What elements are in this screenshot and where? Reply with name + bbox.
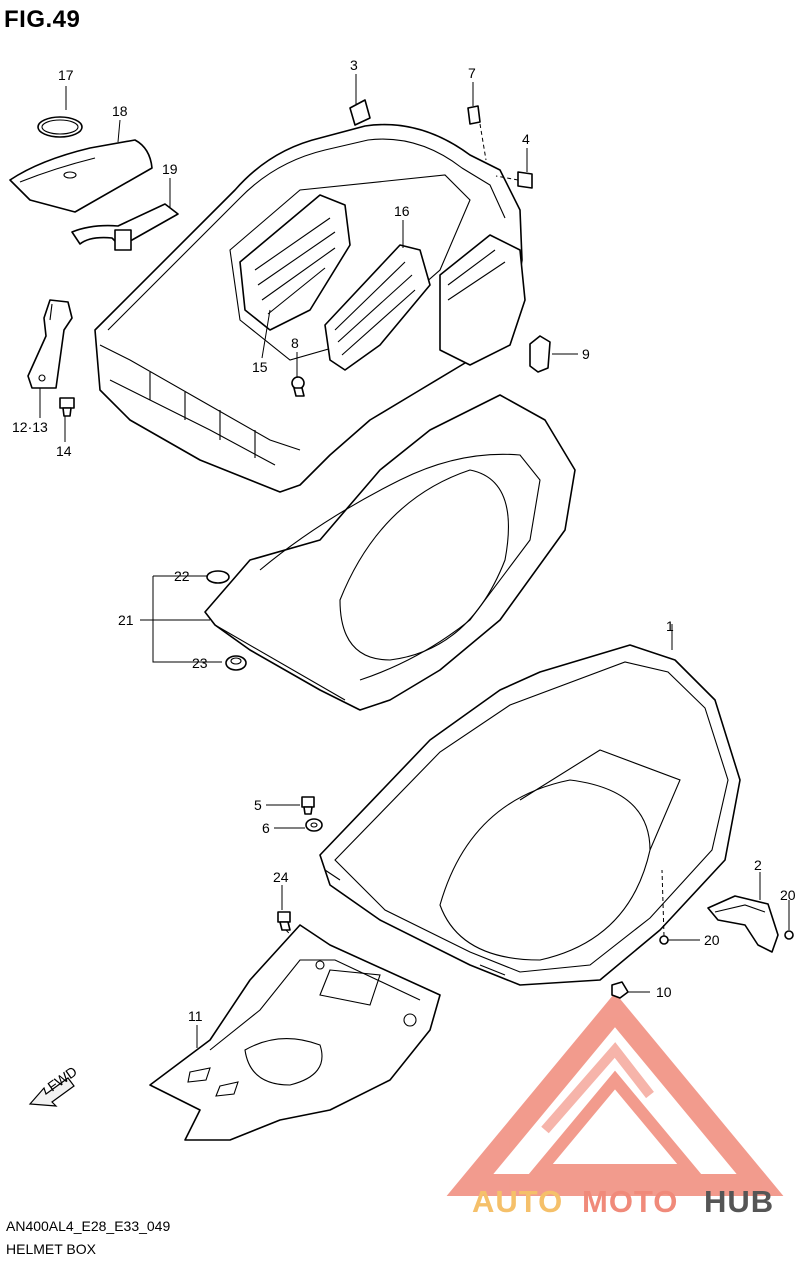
part-15-mat: [239, 194, 351, 331]
part-10-nut: [611, 981, 629, 999]
part-7-clip: [467, 105, 487, 161]
part-1-lower-box: [319, 644, 741, 986]
callout-1: 1: [666, 618, 674, 634]
fwd-direction-arrow: FWD: [28, 1063, 80, 1107]
callout-15: 15: [252, 359, 268, 375]
callout-9: 9: [582, 346, 590, 362]
callout-6: 6: [262, 820, 270, 836]
callout-24: 24: [273, 869, 289, 885]
callout-3: 3: [350, 57, 358, 73]
part-5-bolt: [301, 796, 315, 815]
callout-labels: 17 18 19 3 7 4 16 15 8 9 12·13 14 22 21 …: [12, 57, 796, 1024]
part-23-grommet: [225, 655, 247, 671]
callout-20-center: 20: [704, 932, 720, 948]
wordmark-hub: HUB: [704, 1184, 774, 1219]
wordmark-moto: MOTO: [582, 1184, 678, 1219]
callout-12-13: 12·13: [12, 419, 48, 435]
callout-2: 2: [754, 857, 762, 873]
callout-17: 17: [58, 67, 74, 83]
part-11-under-cover: [149, 924, 441, 1141]
automotohub-wordmark: AUTO MOTO HUB: [472, 1184, 774, 1219]
automotohub-logo: [446, 992, 784, 1196]
part-20-screw-right: [784, 930, 794, 940]
part-6-washer: [305, 818, 323, 832]
callout-11: 11: [188, 1008, 203, 1024]
part-8-screw: [291, 376, 305, 397]
part-17-ring: [37, 116, 83, 138]
callout-18: 18: [112, 103, 128, 119]
part-9-clip: [529, 335, 551, 373]
figure-name: HELMET BOX: [6, 1241, 96, 1257]
part-2-cover: [707, 895, 779, 953]
leader-lines: [39, 74, 790, 1048]
figure-title: FIG.49: [4, 6, 81, 33]
callout-22: 22: [174, 568, 190, 584]
callout-20-right: 20: [780, 887, 796, 903]
part-18-lens-cover: [9, 139, 153, 213]
callout-4: 4: [522, 131, 530, 147]
callout-8: 8: [291, 335, 299, 351]
part-12-13-bracket: [27, 299, 73, 389]
callout-23: 23: [192, 655, 208, 671]
callout-21: 21: [118, 612, 134, 628]
callout-19: 19: [162, 161, 178, 177]
part-21-tray: [204, 394, 576, 711]
part-19-hook: [71, 203, 179, 251]
part-14-bolt: [59, 397, 75, 417]
model-code: AN400AL4_E28_E33_049: [6, 1218, 171, 1234]
callout-10: 10: [656, 984, 672, 1000]
callout-16: 16: [394, 203, 410, 219]
callout-5: 5: [254, 797, 262, 813]
wordmark-auto: AUTO: [472, 1184, 563, 1219]
part-4-screw: [495, 171, 533, 189]
part-22-grommet: [206, 570, 230, 584]
callout-14: 14: [56, 443, 72, 459]
callout-7: 7: [468, 65, 476, 81]
